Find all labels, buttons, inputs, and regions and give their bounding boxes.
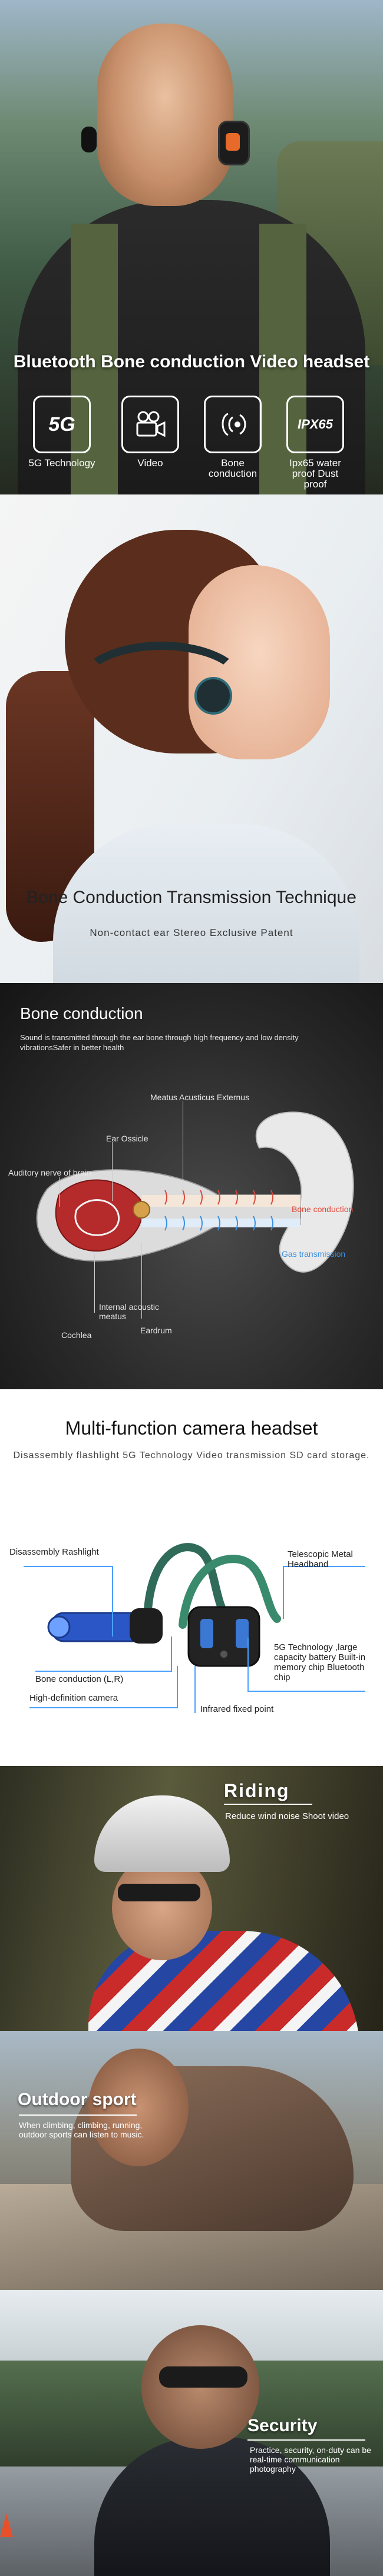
camera-headset-section: Multi-function camera headset Disassembl… bbox=[0, 1389, 383, 1766]
callout-line bbox=[247, 1691, 365, 1692]
feature-label: Ipx65 water proof Dust proof bbox=[289, 457, 341, 490]
title-underline bbox=[247, 2439, 365, 2441]
5g-icon: 5G bbox=[33, 396, 91, 453]
security-subtitle: Practice, security, on-duty can be real-… bbox=[250, 2445, 371, 2474]
label-telescopic: Telescopic Metal Headband bbox=[288, 1549, 353, 1569]
label-ear-ossicle: Ear Ossicle bbox=[106, 1134, 148, 1143]
label-gas-transmission: Gas transmission bbox=[282, 1249, 346, 1259]
ear-anatomy-illustration bbox=[36, 1111, 354, 1273]
camera-title: Multi-function camera headset bbox=[65, 1418, 318, 1439]
leader-line bbox=[94, 1254, 95, 1313]
label-cochlea: Cochlea bbox=[61, 1330, 92, 1340]
cyclist-photo bbox=[0, 1766, 383, 2031]
callout-line bbox=[283, 1566, 365, 1567]
face bbox=[97, 24, 233, 206]
diagram-description: Sound is transmitted through the ear bon… bbox=[20, 1033, 299, 1052]
bone-conduction-technique-section: Bone Conduction Transmission Technique N… bbox=[0, 494, 383, 983]
callout-line bbox=[194, 1666, 196, 1713]
technique-subtitle: Non-contact ear Stereo Exclusive Patent bbox=[90, 927, 293, 938]
security-section: Security Practice, security, on-duty can… bbox=[0, 2290, 383, 2576]
callout-line bbox=[35, 1671, 171, 1672]
label-bone-conduction: Bone conduction bbox=[292, 1204, 354, 1214]
hero-title: Bluetooth Bone conduction Video headset bbox=[13, 352, 370, 371]
title-underline bbox=[224, 1804, 312, 1805]
title-underline bbox=[19, 2114, 137, 2116]
riding-subtitle: Reduce wind noise Shoot video bbox=[225, 1811, 349, 1821]
sunglasses bbox=[118, 1884, 200, 1901]
label-hd-camera: High-definition camera bbox=[29, 1693, 118, 1703]
callout-line bbox=[29, 1707, 177, 1708]
woman-photo bbox=[0, 494, 383, 983]
label-internal-meatus: Internal acoustic meatus bbox=[99, 1302, 159, 1321]
callout-line bbox=[283, 1566, 284, 1619]
traffic-cone bbox=[0, 2514, 13, 2537]
bone-conduction-diagram-section: Bone conduction Sound is transmitted thr… bbox=[0, 983, 383, 1389]
officer-photo bbox=[0, 2290, 383, 2576]
camera-subtitle: Disassembly flashlight 5G Technology Vid… bbox=[13, 1450, 370, 1460]
outdoor-subtitle: When climbing, climbing, running, outdoo… bbox=[19, 2120, 144, 2139]
callout-line bbox=[247, 1638, 249, 1691]
bone-conduction-icon bbox=[204, 396, 262, 453]
sunglasses bbox=[159, 2366, 247, 2388]
shirt bbox=[53, 824, 359, 983]
headset-camera bbox=[218, 121, 250, 165]
headset-product-illustration bbox=[47, 1543, 281, 1667]
ipx65-icon: IPX65 bbox=[286, 396, 344, 453]
camera-lens bbox=[226, 133, 240, 151]
callout-line bbox=[24, 1566, 112, 1567]
uniform bbox=[94, 2437, 330, 2576]
face bbox=[112, 1854, 212, 1960]
feature-ipx65: IPX65 Ipx65 water proof Dust proof bbox=[280, 396, 351, 490]
feature-label: 5G Technology bbox=[28, 457, 95, 469]
riding-title: Riding bbox=[224, 1780, 290, 1801]
leader-line bbox=[112, 1142, 113, 1201]
label-meatus-externus: Meatus Acusticus Externus bbox=[150, 1093, 250, 1102]
riding-section: Riding Reduce wind noise Shoot video bbox=[0, 1766, 383, 2031]
technique-title: Bone Conduction Transmission Technique bbox=[27, 888, 356, 907]
label-eardrum: Eardrum bbox=[140, 1326, 172, 1335]
face bbox=[88, 2049, 189, 2166]
feature-5g: 5G 5G Technology bbox=[27, 396, 97, 469]
security-title: Security bbox=[247, 2416, 318, 2435]
headset-pad bbox=[194, 677, 232, 715]
outdoor-title: Outdoor sport bbox=[18, 2090, 137, 2109]
callout-line bbox=[171, 1636, 172, 1672]
video-camera-icon bbox=[121, 396, 179, 453]
diagram-title: Bone conduction bbox=[20, 1004, 143, 1023]
strap-right bbox=[259, 224, 306, 494]
feature-label: Video bbox=[137, 457, 163, 469]
headset-pad bbox=[81, 127, 97, 152]
feature-label: Bone conduction bbox=[208, 457, 257, 479]
hero-section: Bluetooth Bone conduction Video headset … bbox=[0, 0, 383, 494]
feature-video: Video bbox=[115, 396, 186, 469]
soldier-photo bbox=[0, 0, 383, 494]
outdoor-sport-section: Outdoor sport When climbing, climbing, r… bbox=[0, 2031, 383, 2290]
leader-line bbox=[59, 1177, 60, 1207]
label-flashlight: Disassembly Rashlight bbox=[9, 1547, 99, 1557]
callout-line bbox=[112, 1566, 113, 1636]
label-5g-battery-chips: 5G Technology ,large capacity battery Bu… bbox=[274, 1642, 366, 1682]
label-infrared: Infrared fixed point bbox=[200, 1704, 274, 1714]
helmet bbox=[94, 1795, 230, 1872]
callout-line bbox=[177, 1666, 178, 1708]
climber-photo bbox=[0, 2031, 383, 2290]
label-auditory-nerve: Auditory nerve of brain bbox=[8, 1168, 91, 1177]
strap-left bbox=[71, 224, 118, 494]
feature-bone: Bone conduction bbox=[197, 396, 268, 479]
label-bone-lr: Bone conduction (L,R) bbox=[35, 1674, 124, 1684]
leader-line bbox=[141, 1242, 142, 1319]
